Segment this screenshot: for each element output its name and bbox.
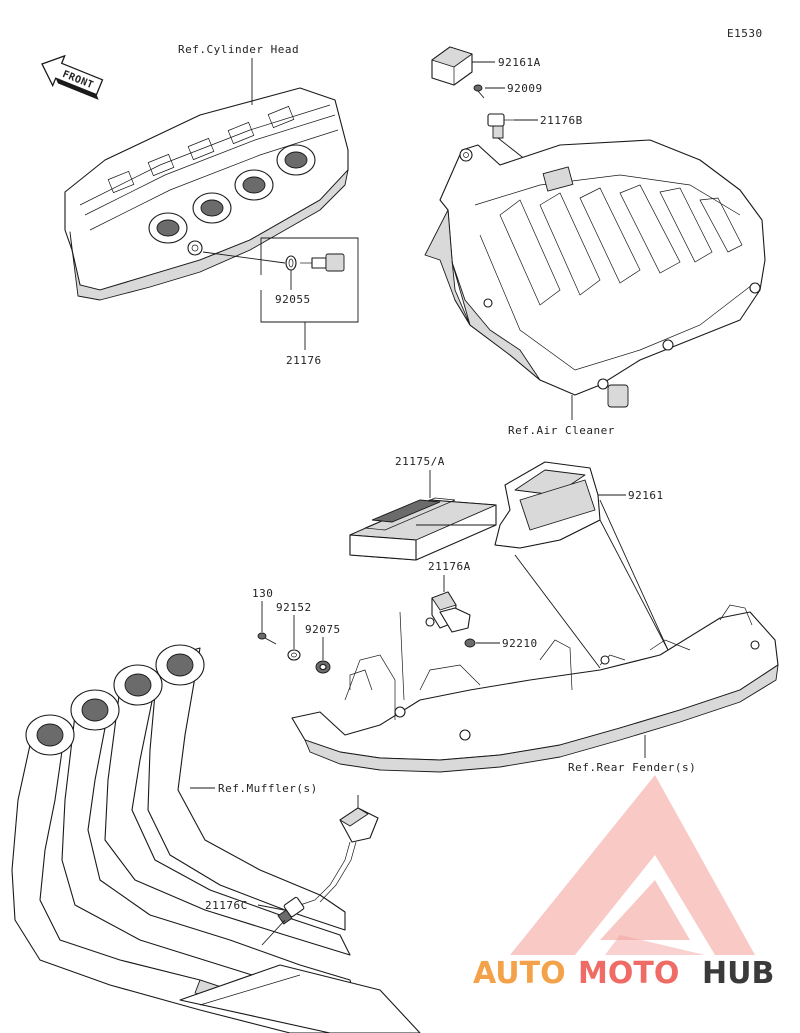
- bracket-92161: [494, 461, 601, 549]
- collar-92152: [287, 649, 301, 661]
- damper-92075: [315, 660, 331, 674]
- damper-92161A: [431, 46, 473, 86]
- front-arrow-icon: FRONT: [41, 54, 104, 100]
- part-label-92161: 92161: [628, 489, 664, 502]
- watermark-logo: [510, 775, 755, 955]
- part-label-21176A: 21176A: [428, 560, 471, 573]
- sensor-21176B: [487, 113, 514, 139]
- part-label-92152: 92152: [276, 601, 312, 614]
- o-ring-92055: [285, 255, 297, 271]
- part-label-130: 130: [252, 587, 273, 600]
- part-label-21176: 21176: [286, 354, 322, 367]
- exhaust-headers: [11, 644, 421, 1033]
- watermark-part1: AUTO: [473, 956, 566, 991]
- watermark-part3: HUB: [702, 956, 774, 991]
- sensor-21176C: [277, 807, 379, 925]
- screw-92009: [473, 84, 485, 99]
- sensor-21176: [300, 253, 345, 272]
- ref-air-cleaner: Ref.Air Cleaner: [508, 424, 615, 437]
- nut-92210: [464, 638, 476, 648]
- part-label-21175A: 21175/A: [395, 455, 445, 468]
- watermark-part2: MOTO: [578, 956, 679, 991]
- ref-muffler: Ref.Muffler(s): [218, 782, 318, 795]
- ref-rear-fender: Ref.Rear Fender(s): [568, 761, 696, 774]
- bolt-130: [257, 632, 277, 645]
- rear-fender: [291, 604, 779, 773]
- part-label-92075: 92075: [305, 623, 341, 636]
- sensor-21176A: [425, 591, 471, 633]
- ref-cylinder-head: Ref.Cylinder Head: [178, 43, 299, 56]
- cylinder-head: [64, 87, 349, 301]
- part-label-21176B: 21176B: [540, 114, 583, 127]
- part-label-92210: 92210: [502, 637, 538, 650]
- part-label-92009: 92009: [507, 82, 543, 95]
- part-label-92055: 92055: [275, 293, 311, 306]
- part-label-92161A: 92161A: [498, 56, 541, 69]
- ecu-21175A: [349, 497, 497, 561]
- air-cleaner-box: [424, 139, 766, 408]
- diagram-code: E1530: [727, 27, 763, 40]
- watermark-text: AUTO MOTO HUB: [473, 956, 774, 991]
- part-label-21176C: 21176C: [205, 899, 248, 912]
